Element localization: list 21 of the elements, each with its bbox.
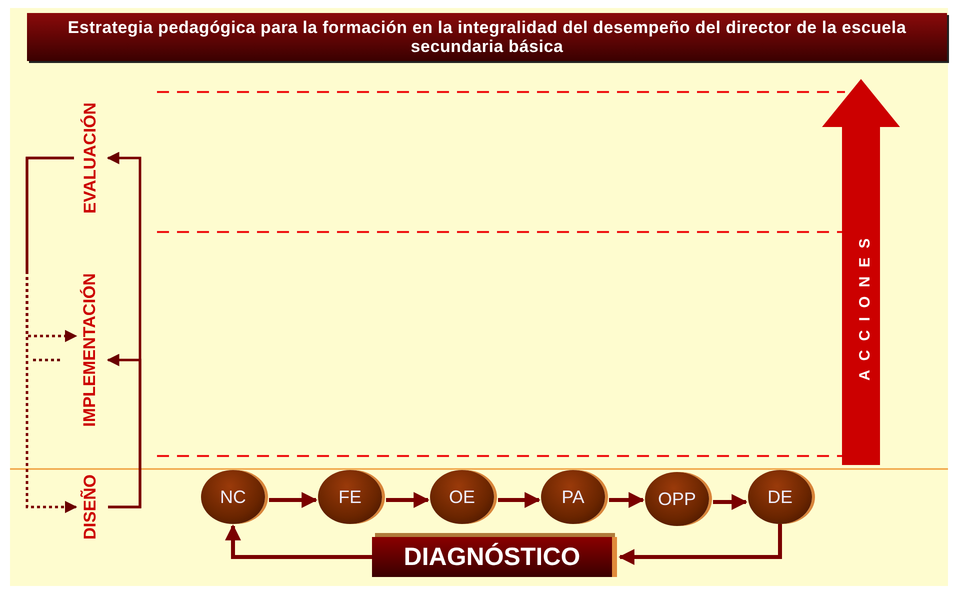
diagnosis-box: DIAGNÓSTICO	[372, 537, 612, 577]
stage-label: IMPLEMENTACIÓN	[80, 273, 100, 427]
stage-label: DISEÑO	[80, 474, 100, 540]
title-banner: Estrategia pedagógica para la formación en la integralidad del desempeño del director de la escuela secundaria básica	[27, 13, 947, 61]
step-circle: OPP	[645, 472, 709, 526]
step-circle: FE	[318, 470, 382, 524]
arrow	[498, 492, 541, 508]
arrow	[106, 354, 142, 508]
step-circle: NC	[201, 470, 265, 524]
arrow-label: ACCIONES	[855, 229, 874, 381]
step-circle: OE	[430, 470, 494, 524]
arrow	[225, 524, 372, 559]
arrow	[618, 524, 782, 565]
arrow	[269, 492, 318, 508]
arrow	[713, 494, 748, 510]
stage-label: EVALUACIÓN	[80, 102, 100, 214]
arrow	[386, 492, 430, 508]
arrow	[26, 156, 78, 342]
step-circle: DE	[748, 470, 812, 524]
arrow	[609, 492, 645, 508]
step-circle: PA	[541, 470, 605, 524]
